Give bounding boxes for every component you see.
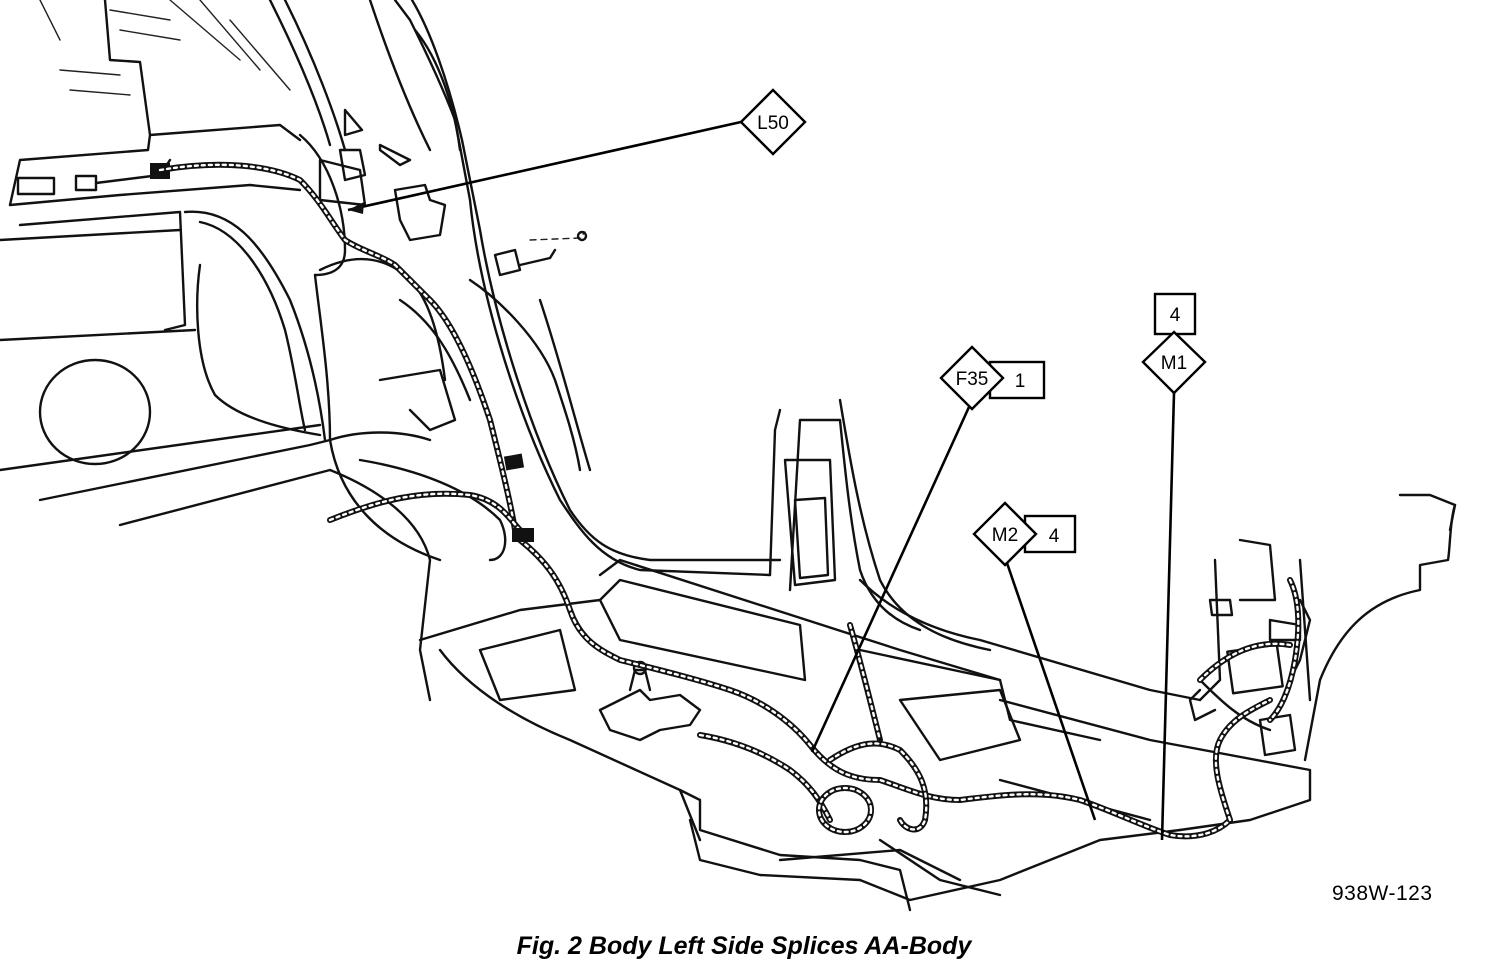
callout-m1-count: 4 [1170,305,1181,326]
callout-m1: 4 M1 [1141,292,1207,395]
callout-m2-label: M2 [992,525,1018,546]
leader-m2 [1005,562,1097,821]
rear-quarter-panel [0,0,332,527]
door-opening [268,0,1202,702]
callout-m2-count: 4 [1049,526,1060,547]
leader-lines [347,120,1176,841]
callout-m2: M2 4 [972,501,1077,567]
wire-harness [157,148,1302,840]
figure-caption: Fig. 2 Body Left Side Splices AA-Body [516,932,972,960]
callout-l50: L50 [739,88,807,156]
figure-id: 938W-123 [1332,882,1433,905]
callout-m1-label: M1 [1161,353,1187,374]
front-body [1188,493,1457,762]
floor-pan [328,468,1312,912]
callout-f35-label: F35 [956,369,989,390]
callout-f35: F35 1 [939,345,1046,411]
callout-f35-count: 1 [1015,371,1026,392]
callout-l50-label: L50 [757,113,789,134]
leader-l50 [347,120,742,212]
leader-f35 [810,406,971,753]
leader-m1 [1160,392,1176,841]
